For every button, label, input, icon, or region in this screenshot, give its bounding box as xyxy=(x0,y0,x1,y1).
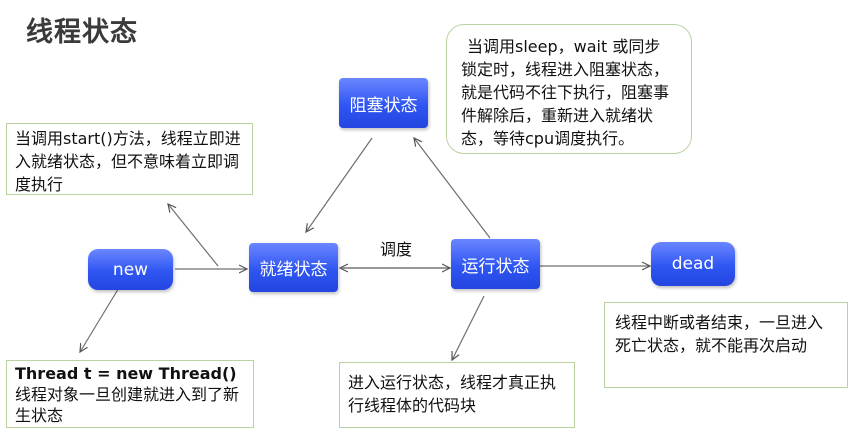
arrow-blocked-to-runnable xyxy=(306,137,373,232)
state-runnable: 就绪状态 xyxy=(249,243,338,292)
note-running: 进入运行状态，线程才真正执行线程体的代码块 xyxy=(339,362,575,428)
note-running-text: 进入运行状态，线程才真正执行线程体的代码块 xyxy=(348,373,557,415)
page-title: 线程状态 xyxy=(26,17,138,48)
note-dead: 线程中断或者结束，一旦进入死亡状态，就不能再次启动 xyxy=(604,302,848,388)
note-blocked-text: 锁定时，线程进入阻塞状态，就是代码不往下执行，阻塞事件解除后，重新进入就绪状态，… xyxy=(461,60,670,148)
state-dead: dead xyxy=(651,242,735,286)
arrow-running-to-blocked xyxy=(414,138,491,239)
state-runnable-label: 就绪状态 xyxy=(259,260,328,280)
note-dead-text: 线程中断或者结束，一旦进入死亡状态，就不能再次启动 xyxy=(615,313,824,355)
state-running-label: 运行状态 xyxy=(461,256,530,277)
note-start-text: 当调用start()方法，线程立即进入就绪状态，但不意味着立即调度执行 xyxy=(15,129,241,194)
arrow-new-to-note xyxy=(80,285,121,352)
arrow-to-start-note xyxy=(168,204,219,267)
note-new-code: Thread t = new Thread() xyxy=(15,364,237,383)
state-running: 运行状态 xyxy=(451,239,540,289)
state-new-label: new xyxy=(112,259,149,280)
note-new: Thread t = new Thread() 线程对象一旦创建就进入到了新生状… xyxy=(6,360,254,428)
state-blocked: 阻塞状态 xyxy=(339,78,428,128)
state-dead-label: dead xyxy=(671,254,715,274)
note-new-desc: 线程对象一旦创建就进入到了新生状态 xyxy=(15,385,240,425)
state-blocked-label: 阻塞状态 xyxy=(349,95,418,116)
arrow-running-to-note xyxy=(452,295,485,360)
note-blocked: 当调用sleep，wait 或同步 锁定时，线程进入阻塞状态，就是代码不往下执行… xyxy=(446,24,692,154)
note-start: 当调用start()方法，线程立即进入就绪状态，但不意味着立即调度执行 xyxy=(6,123,253,195)
note-blocked-line1: 当调用sleep，wait 或同步 xyxy=(467,37,661,56)
edge-label-schedule: 调度 xyxy=(380,240,413,259)
state-new: new xyxy=(88,249,173,290)
